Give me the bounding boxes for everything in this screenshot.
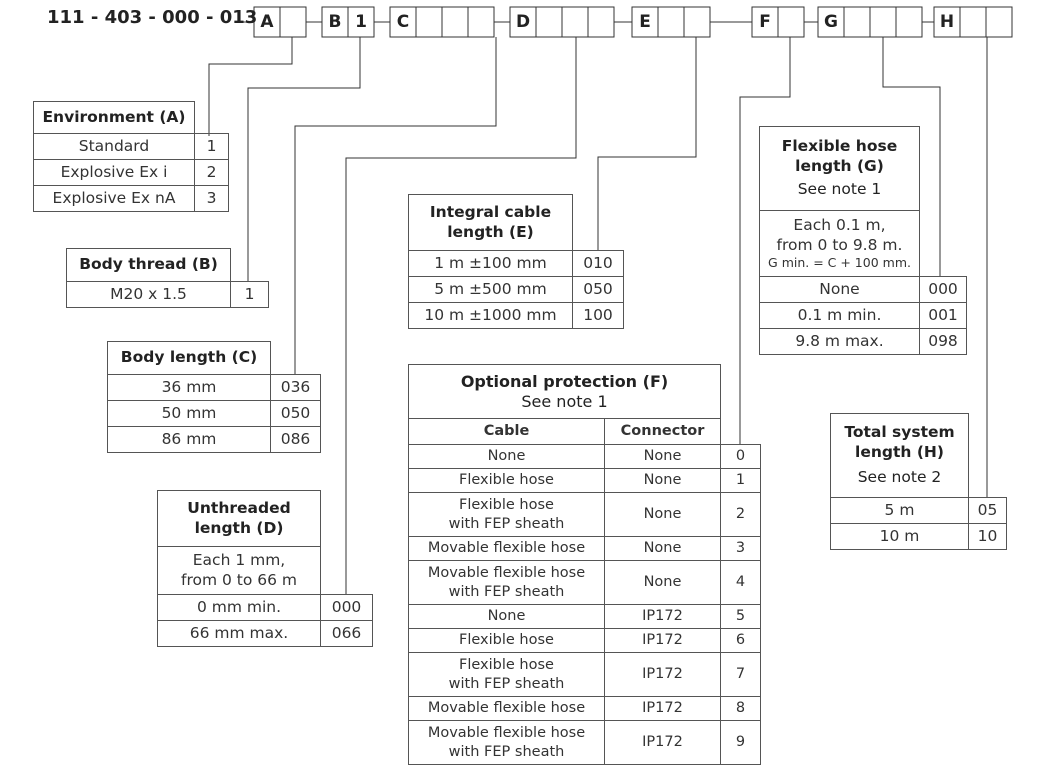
unthreaded-length-label: 0 mm min. xyxy=(157,594,321,621)
part-number-prefix: 111 - 403 - 000 - 013 xyxy=(47,7,258,28)
body-length-title: Body length (C) xyxy=(107,341,271,375)
integral-cable-code: 010 xyxy=(572,250,624,277)
environment-title: Environment (A) xyxy=(33,101,195,134)
body-thread-title: Body thread (B) xyxy=(66,248,231,282)
unthreaded-length-label: 66 mm max. xyxy=(157,620,321,647)
environment-code: 1 xyxy=(194,133,229,160)
table-row: 9.8 m max.098 xyxy=(759,328,967,355)
flexible-hose-code: 098 xyxy=(919,328,967,355)
code-letter-d: D xyxy=(515,12,531,32)
flexible-hose-label: None xyxy=(759,276,920,303)
column-header-connector: Connector xyxy=(603,418,722,445)
integral-cable-code: 050 xyxy=(572,276,624,303)
unthreaded-length-code: 000 xyxy=(320,594,373,621)
total-system-code: 05 xyxy=(968,497,1007,524)
unthreaded-length-code: 066 xyxy=(320,620,373,647)
flexible-hose-label: 9.8 m max. xyxy=(759,328,920,355)
body-thread-label: M20 x 1.5 xyxy=(66,281,231,308)
flexible-hose-desc: Each 0.1 m,from 0 to 9.8 m.G min. = C + … xyxy=(759,210,920,277)
body-length-code: 086 xyxy=(270,426,321,453)
body-length-label: 50 mm xyxy=(107,400,271,427)
body-length-code: 050 xyxy=(270,400,321,427)
code-letter-h: H xyxy=(939,12,955,32)
table-row: 0.1 m min.001 xyxy=(759,302,967,329)
code-digit-1: 1 xyxy=(355,12,367,32)
integral-cable-label: 5 m ±500 mm xyxy=(408,276,573,303)
flexible-hose-code: 001 xyxy=(919,302,967,329)
code-letter-a: A xyxy=(260,12,274,32)
unthreaded-length-desc: Each 1 mm,from 0 to 66 m xyxy=(157,546,321,595)
environment-code: 2 xyxy=(194,159,229,186)
code-letter-e: E xyxy=(639,12,651,32)
total-system-code: 10 xyxy=(968,523,1007,550)
optional-protection-title: Optional protection (F)See note 1 xyxy=(407,364,722,419)
total-system-label: 5 m xyxy=(830,497,969,524)
code-letter-f: F xyxy=(759,12,771,32)
integral-cable-code: 100 xyxy=(572,302,624,329)
environment-label: Standard xyxy=(33,133,195,160)
flexible-hose-label: 0.1 m min. xyxy=(759,302,920,329)
body-length-code: 036 xyxy=(270,374,321,401)
environment-label: Explosive Ex nA xyxy=(33,185,195,212)
code-letter-c: C xyxy=(396,12,410,32)
total-system-label: 10 m xyxy=(830,523,969,550)
code-letter-g: G xyxy=(824,12,838,32)
body-thread-code: 1 xyxy=(230,281,269,308)
integral-cable-label: 1 m ±100 mm xyxy=(408,250,573,277)
body-length-label: 36 mm xyxy=(107,374,271,401)
flexible-hose-code: 000 xyxy=(919,276,967,303)
environment-label: Explosive Ex i xyxy=(33,159,195,186)
table-row: 0 mm min.000 xyxy=(157,594,373,621)
column-header-cable: Cable xyxy=(408,418,605,445)
body-length-label: 86 mm xyxy=(107,426,271,453)
code-letter-b: B xyxy=(328,12,342,32)
integral-cable-label: 10 m ±1000 mm xyxy=(408,302,573,329)
environment-code: 3 xyxy=(194,185,229,212)
table-row: 66 mm max.066 xyxy=(157,620,373,647)
